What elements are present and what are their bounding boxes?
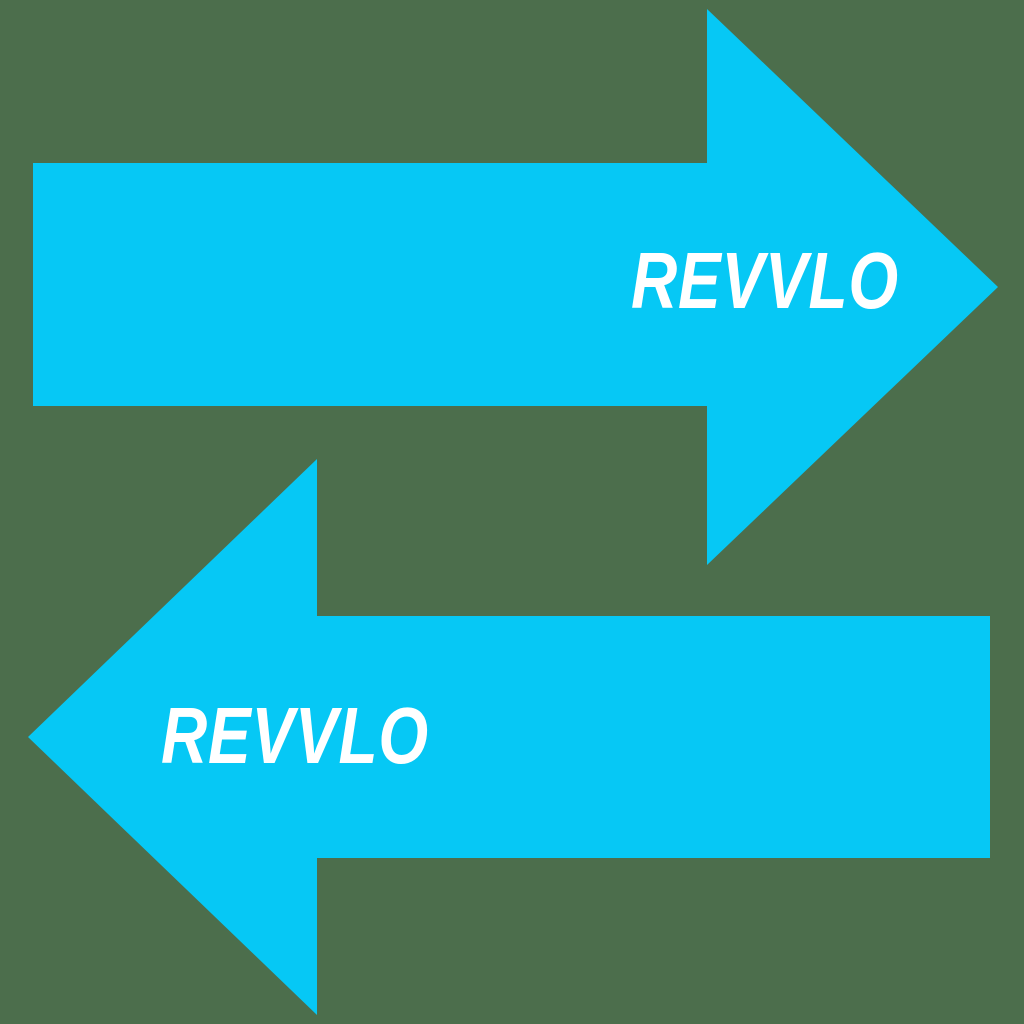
bottom-arrow-brand-label: REVVLO [161,691,429,780]
top-arrow-brand-label: REVVLO [631,236,899,325]
top-arrow-right-shape [33,9,998,565]
bottom-arrow-left-shape [28,459,990,1015]
